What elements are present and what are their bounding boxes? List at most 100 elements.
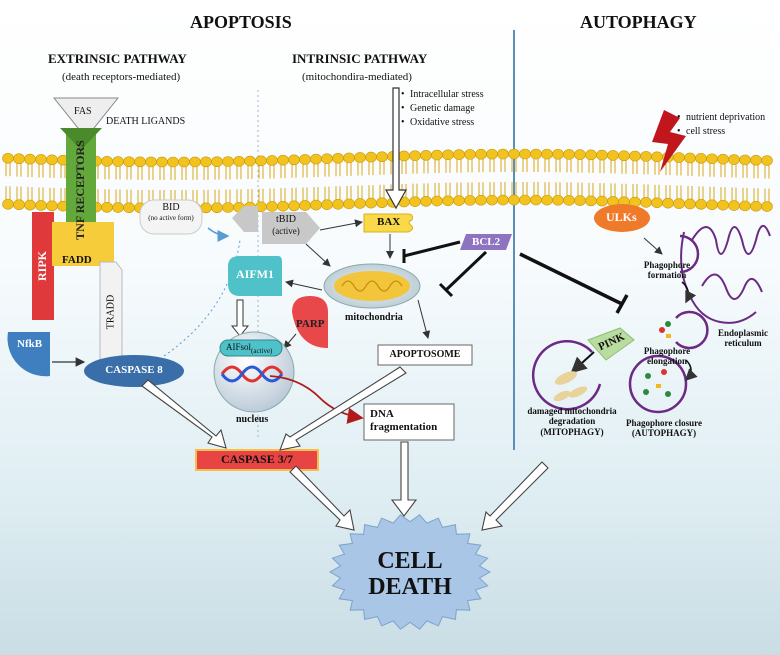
lipid-head bbox=[420, 150, 432, 161]
aifm1-label: AIFM1 bbox=[236, 267, 274, 281]
tbid-subtext: (active) bbox=[272, 225, 300, 236]
lipid-head bbox=[288, 200, 300, 212]
apoptosome-to-caspase37-arrow bbox=[279, 366, 407, 451]
intrinsic-title: INTRINSIC PATHWAY bbox=[292, 51, 428, 66]
lipid-head bbox=[409, 196, 421, 207]
lipid-head bbox=[728, 200, 740, 211]
lipid-head bbox=[13, 199, 25, 210]
lipid-head bbox=[651, 197, 663, 209]
lipid-head bbox=[475, 194, 487, 206]
lipid-head bbox=[189, 156, 201, 168]
stress-item: Intracellular stress bbox=[401, 88, 484, 102]
lipid-head bbox=[2, 152, 14, 164]
lipid-head bbox=[134, 156, 146, 168]
lipid-head bbox=[486, 148, 498, 160]
lipid-head bbox=[629, 150, 641, 162]
lipid-head bbox=[277, 154, 289, 166]
bid-inactive-shape bbox=[139, 199, 203, 235]
cell-membrane bbox=[2, 148, 773, 214]
lipid-head bbox=[640, 197, 652, 208]
dna-fragmentation-line1: DNA bbox=[370, 408, 394, 420]
dna-helix bbox=[220, 365, 284, 383]
lipid-head bbox=[706, 153, 718, 165]
stress-item: Oxidative stress bbox=[401, 116, 484, 130]
aifsol-text: AIFsol bbox=[226, 342, 252, 352]
tbid-small-hexagon bbox=[232, 206, 258, 232]
lipid-head bbox=[574, 195, 586, 206]
autophagy-heading: AUTOPHAGY bbox=[580, 12, 697, 32]
aifm1-shape bbox=[228, 256, 282, 296]
closure-line1: Phagophore closure bbox=[626, 418, 702, 428]
phagophore-elongation-line2: elongation bbox=[646, 356, 687, 367]
lipid-head bbox=[310, 153, 322, 165]
cell-death-starburst bbox=[329, 514, 491, 630]
lipid-head bbox=[695, 199, 707, 210]
caspase37-label: CASPASE 3/7 bbox=[220, 452, 294, 466]
mitophagy-label: damaged mitochondria degradation (MITOPH… bbox=[520, 406, 624, 437]
tbid-text: tBID bbox=[276, 214, 296, 225]
lipid-head bbox=[354, 198, 366, 209]
bax-shape bbox=[363, 213, 413, 233]
lipid-head bbox=[475, 148, 487, 160]
lipid-head bbox=[464, 149, 476, 160]
lipid-head bbox=[409, 150, 421, 161]
lipid-head bbox=[717, 199, 729, 211]
lipid-head bbox=[222, 156, 234, 167]
lipid-head bbox=[233, 155, 245, 167]
tbid-shape bbox=[262, 212, 320, 244]
caspase8-bid-link bbox=[163, 239, 241, 357]
lipid-head bbox=[585, 149, 597, 161]
cell-death-label: CELL DEATH bbox=[345, 548, 475, 600]
lipid-head bbox=[2, 198, 14, 210]
lipid-head bbox=[541, 148, 553, 160]
tnf-receptor-top bbox=[60, 128, 102, 150]
lipid-head bbox=[530, 148, 542, 160]
lipid-head bbox=[310, 199, 322, 211]
bcl2-shape bbox=[460, 234, 512, 250]
lipid-head bbox=[288, 154, 300, 166]
lipid-head bbox=[508, 194, 520, 206]
lipid-head bbox=[453, 195, 465, 206]
mitophagy-line3: (MITOPHAGY) bbox=[540, 426, 604, 437]
lipid-head bbox=[112, 156, 124, 167]
lipid-head bbox=[365, 197, 377, 209]
apoptosome-box bbox=[377, 344, 473, 366]
bid-text: BID bbox=[162, 202, 180, 213]
dna-fragmentation-label: DNA fragmentation bbox=[370, 408, 437, 433]
apoptosis-heading: APOPTOSIS bbox=[190, 12, 292, 32]
lipid-head bbox=[673, 152, 685, 163]
phagophore-elongation-label: Phagophore elongation bbox=[632, 346, 702, 367]
lipid-head bbox=[706, 199, 718, 211]
lipid-head bbox=[101, 156, 113, 167]
lipid-head bbox=[684, 152, 696, 164]
phagophore-formation-line1: Phagophore bbox=[643, 260, 691, 270]
lipid-head bbox=[299, 154, 311, 165]
bcl2-inhibits-bax bbox=[403, 240, 461, 258]
fadd-label: FADD bbox=[62, 254, 92, 266]
pink-shape bbox=[587, 327, 635, 361]
extrinsic-subtitle: (death receptors-mediated) bbox=[62, 71, 181, 83]
lipid-head bbox=[739, 154, 751, 166]
parp-label: PARP bbox=[296, 318, 325, 330]
phagophore-closure-label: Phagophore closure (AUTOPHAGY) bbox=[618, 418, 710, 439]
lipid-head bbox=[266, 201, 278, 212]
fas-ligand-triangle bbox=[52, 97, 120, 139]
lipid-head bbox=[563, 195, 575, 206]
lipid-head bbox=[673, 198, 685, 209]
lipid-head bbox=[596, 195, 608, 207]
caspase8-label: CASPASE 8 bbox=[105, 364, 163, 376]
lipid-head bbox=[24, 153, 36, 165]
lipid-head bbox=[530, 194, 542, 206]
nfkb-shape bbox=[7, 332, 50, 377]
mitophagy-shape bbox=[531, 339, 602, 411]
lipid-head bbox=[277, 200, 289, 212]
lipid-head bbox=[607, 150, 619, 161]
lipid-head bbox=[497, 194, 509, 206]
lipid-head bbox=[497, 148, 509, 160]
lipid-head bbox=[728, 154, 740, 165]
lipid-head bbox=[145, 156, 157, 168]
mitophagy-line1: damaged mitochondria bbox=[527, 406, 617, 416]
lipid-head bbox=[321, 199, 333, 210]
lipid-head bbox=[255, 155, 267, 167]
aifsol-shape bbox=[219, 339, 283, 357]
